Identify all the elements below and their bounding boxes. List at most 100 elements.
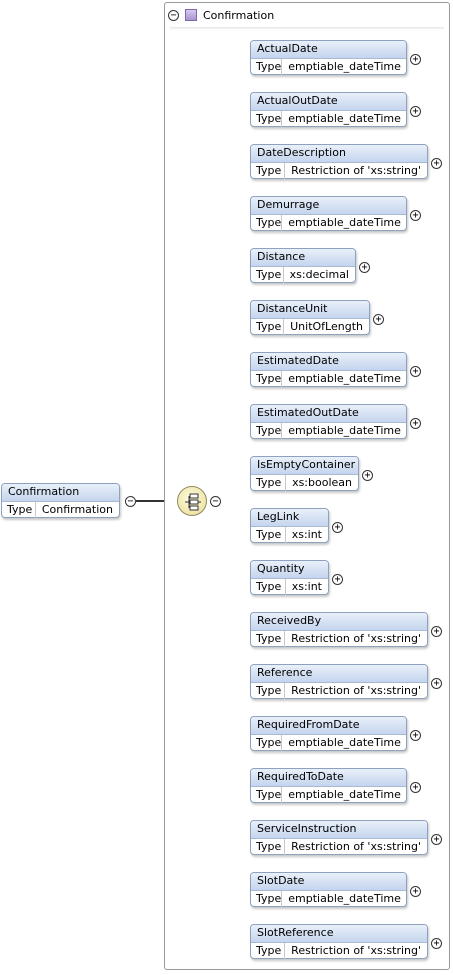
expand-icon[interactable]: + bbox=[410, 730, 421, 741]
expand-icon[interactable]: + bbox=[410, 782, 421, 793]
expand-icon[interactable]: + bbox=[431, 938, 442, 949]
expand-icon[interactable]: + bbox=[332, 522, 343, 533]
expand-icon[interactable]: + bbox=[410, 106, 421, 117]
expand-icon[interactable]: + bbox=[362, 470, 373, 481]
element-name: Distance bbox=[251, 249, 355, 267]
element-name: EstimatedDate bbox=[251, 353, 406, 371]
expand-icon[interactable]: + bbox=[410, 418, 421, 429]
element-type-label: Type bbox=[251, 891, 283, 907]
expand-icon[interactable]: + bbox=[332, 574, 343, 585]
element-name: Demurrage bbox=[251, 197, 406, 215]
element-type-value: emptiable_dateTime bbox=[288, 424, 401, 437]
element-type-label: Type bbox=[251, 839, 286, 855]
element-type-label: Type bbox=[251, 683, 286, 699]
element-name: ReceivedBy bbox=[251, 613, 427, 631]
element-type-value: xs:decimal bbox=[289, 268, 349, 281]
element-type-label: Type bbox=[251, 735, 283, 751]
complex-type-icon bbox=[185, 9, 197, 21]
element-type-value: Restriction of 'xs:string' bbox=[291, 164, 421, 177]
complex-type-title: Confirmation bbox=[203, 8, 275, 22]
expand-icon[interactable]: + bbox=[431, 158, 442, 169]
expand-icon[interactable]: + bbox=[431, 834, 442, 845]
root-element[interactable]: Confirmation Type Confirmation bbox=[1, 483, 120, 518]
element-type-value: UnitOfLength bbox=[290, 320, 363, 333]
element-type-label: Type bbox=[251, 475, 287, 491]
element-type-value: Restriction of 'xs:string' bbox=[291, 684, 421, 697]
element-type-value: emptiable_dateTime bbox=[288, 788, 401, 801]
expand-icon[interactable]: + bbox=[410, 54, 421, 65]
element-name: SlotReference bbox=[251, 925, 427, 943]
element-name: Reference bbox=[251, 665, 427, 683]
element-type-label: Type bbox=[251, 423, 283, 439]
element-type-label: Type bbox=[251, 579, 286, 595]
element-type-label: Type bbox=[251, 319, 285, 335]
element-name: ServiceInstruction bbox=[251, 821, 427, 839]
element-type-label: Type bbox=[251, 631, 286, 647]
expand-icon[interactable]: + bbox=[359, 262, 370, 273]
root-type-label: Type bbox=[2, 502, 36, 518]
element-name: Quantity bbox=[251, 561, 328, 579]
element-type-value: emptiable_dateTime bbox=[288, 60, 401, 73]
element-type-value: Restriction of 'xs:string' bbox=[291, 632, 421, 645]
element-name: SlotDate bbox=[251, 873, 406, 891]
expand-icon[interactable]: + bbox=[431, 678, 442, 689]
frame-divider bbox=[170, 27, 444, 30]
element-name: RequiredToDate bbox=[251, 769, 406, 787]
element-name: ActualDate bbox=[251, 41, 406, 59]
element-type-value: emptiable_dateTime bbox=[288, 372, 401, 385]
expand-icon[interactable]: + bbox=[431, 626, 442, 637]
element-name: DistanceUnit bbox=[251, 301, 369, 319]
element-type-value: emptiable_dateTime bbox=[288, 736, 401, 749]
element-type-value: xs:int bbox=[291, 580, 322, 593]
expand-icon[interactable]: + bbox=[410, 366, 421, 377]
expand-icon[interactable]: + bbox=[410, 886, 421, 897]
element-type-label: Type bbox=[251, 787, 283, 803]
root-element-name: Confirmation bbox=[2, 484, 119, 502]
element-type-label: Type bbox=[251, 527, 286, 543]
element-type-label: Type bbox=[251, 59, 283, 75]
element-type-value: emptiable_dateTime bbox=[288, 892, 401, 905]
expand-icon[interactable]: + bbox=[410, 210, 421, 221]
element-name: EstimatedOutDate bbox=[251, 405, 406, 423]
element-name: ActualOutDate bbox=[251, 93, 406, 111]
collapse-icon[interactable]: − bbox=[210, 496, 221, 507]
element-type-value: Restriction of 'xs:string' bbox=[291, 944, 421, 957]
element-type-value: xs:int bbox=[291, 528, 322, 541]
element-name: RequiredFromDate bbox=[251, 717, 406, 735]
element-name: LegLink bbox=[251, 509, 328, 527]
element-name: DateDescription bbox=[251, 145, 427, 163]
element-type-value: emptiable_dateTime bbox=[288, 216, 401, 229]
expand-icon[interactable]: + bbox=[373, 314, 384, 325]
element-name: IsEmptyContainer bbox=[251, 457, 358, 475]
complex-type-header: − Confirmation bbox=[168, 5, 438, 25]
element-type-label: Type bbox=[251, 163, 286, 179]
root-type-value: Confirmation bbox=[41, 503, 113, 516]
collapse-icon[interactable]: − bbox=[168, 9, 179, 21]
element-type-label: Type bbox=[251, 215, 283, 231]
collapse-icon[interactable]: − bbox=[125, 496, 136, 507]
sequence-compositor-icon[interactable] bbox=[177, 486, 207, 516]
element-type-label: Type bbox=[251, 943, 286, 959]
element-type-label: Type bbox=[251, 111, 283, 127]
element-type-label: Type bbox=[251, 267, 284, 283]
element-type-value: Restriction of 'xs:string' bbox=[291, 840, 421, 853]
